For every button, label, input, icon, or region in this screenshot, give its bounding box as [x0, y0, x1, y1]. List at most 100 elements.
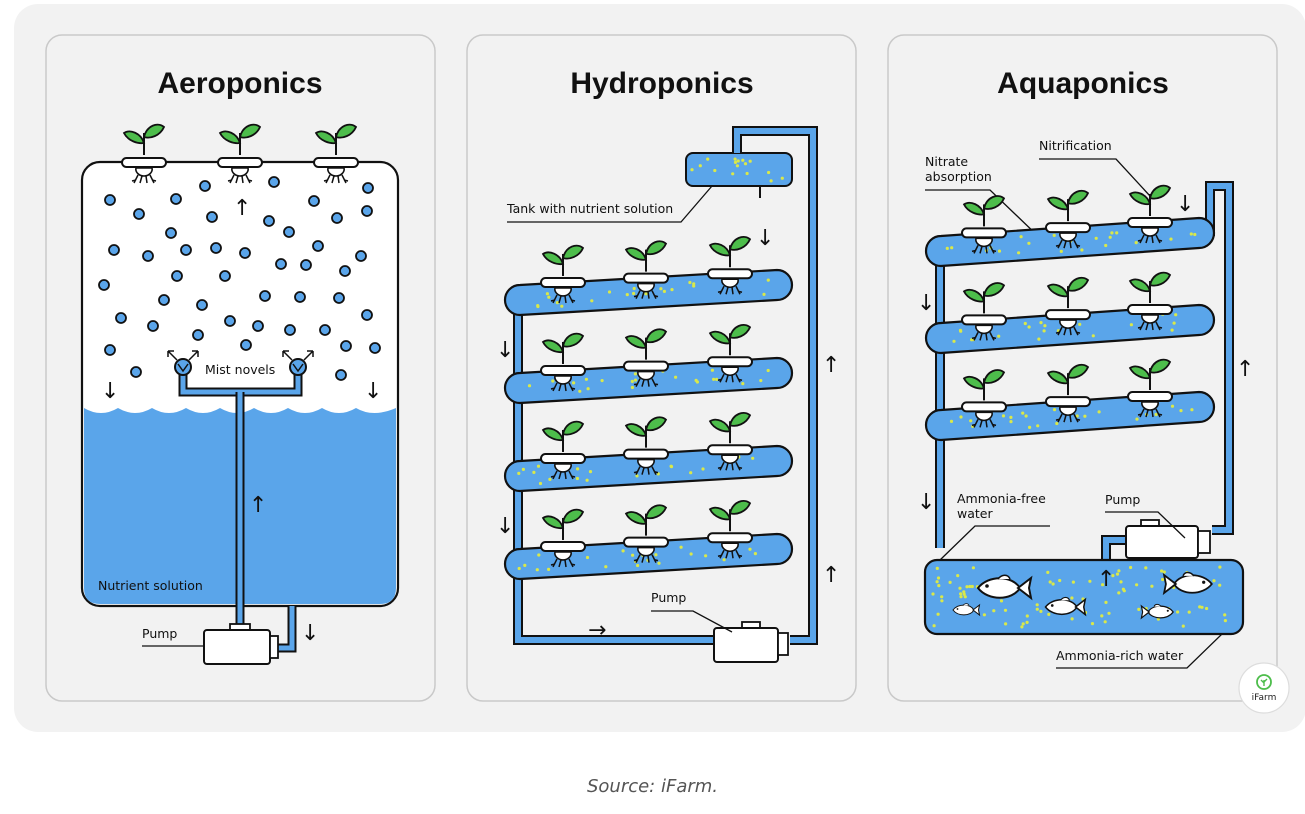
mist-droplet [333, 292, 345, 304]
mist-droplet [196, 299, 208, 311]
ifarm-logo: iFarm [1238, 662, 1290, 714]
mist-droplet [210, 242, 222, 254]
flow-arrow-down: ↓ [496, 514, 514, 539]
hydroponics-title: Hydroponics [570, 67, 753, 100]
flow-arrow-up: ↑ [822, 353, 840, 378]
flow-arrow-up: ↑ [249, 493, 267, 518]
hydroponic-grow-tubes [503, 235, 794, 581]
mist-droplet [252, 320, 264, 332]
pump-label: Pump [142, 626, 177, 641]
mist-droplet [240, 339, 252, 351]
mist-droplet [300, 259, 312, 271]
tank-particles [690, 157, 784, 183]
flow-arrow-down: ↓ [917, 490, 935, 515]
ammonia-free-water-label: Ammonia-free [957, 491, 1046, 506]
mist-droplet [284, 324, 296, 336]
mist-droplet [180, 244, 192, 256]
mist-droplet [142, 250, 154, 262]
mist-droplet [283, 226, 295, 238]
mist-droplet [275, 258, 287, 270]
grow-tube [924, 358, 1216, 442]
mist-droplet [369, 342, 381, 354]
figure-caption: Source: iFarm. [586, 776, 719, 797]
grow-tube [503, 235, 794, 317]
mist-droplet [147, 320, 159, 332]
mist-droplet [170, 193, 182, 205]
mist-droplet [319, 324, 331, 336]
nitrification-label: Nitrification [1039, 138, 1112, 153]
nitrate-absorption-label: Nitrate [925, 154, 968, 169]
mist-droplet [312, 240, 324, 252]
leaf-icon [1256, 674, 1272, 690]
pump-label: Pump [651, 590, 686, 605]
mist-droplet [224, 315, 236, 327]
flow-arrow-down: ↓ [364, 379, 382, 404]
nutrient-tank [685, 152, 793, 187]
mist-droplet [104, 344, 116, 356]
grow-tube [503, 323, 794, 405]
ammonia-free-water-label-line2: water [957, 506, 993, 521]
flow-arrow-up: ↑ [233, 196, 251, 221]
pump-label: Pump [1105, 492, 1140, 507]
flow-arrow-down: ↓ [1176, 192, 1194, 217]
mist-nozzles-label: Mist novels [205, 362, 275, 377]
grow-tube [924, 184, 1216, 268]
mist-droplet [206, 211, 218, 223]
mist-droplet [340, 340, 352, 352]
nitrate-absorption-label-line2: absorption [925, 169, 992, 184]
flow-arrow-down: ↓ [756, 226, 774, 251]
pump-icon [203, 623, 279, 665]
mist-droplet [361, 205, 373, 217]
mist-droplet [268, 176, 280, 188]
mist-nozzle-icon [282, 350, 314, 376]
tank-label: Tank with nutrient solution [506, 201, 673, 216]
pump-icon [1125, 519, 1211, 559]
mist-droplet [192, 329, 204, 341]
aquaponics-panel: Aquaponics Pump Nitrification Nitrate ab… [887, 34, 1290, 714]
mist-droplet [361, 309, 373, 321]
mist-droplet [355, 250, 367, 262]
flow-arrow-up: ↑ [1097, 567, 1115, 592]
mist-droplet [108, 244, 120, 256]
flow-arrow-down: ↓ [496, 338, 514, 363]
flow-arrow-up: ↑ [1236, 357, 1254, 382]
fish-tank-particles [931, 565, 1227, 629]
grow-tube [503, 411, 794, 493]
fish-tank [923, 558, 1245, 636]
mist-droplet [239, 247, 251, 259]
mist-droplet [331, 212, 343, 224]
mist-droplet [115, 312, 127, 324]
hydroponics-panel: Hydroponics Tank with nutrient solution … [466, 34, 857, 702]
aeroponics-title: Aeroponics [157, 67, 322, 100]
mist-droplets [98, 176, 381, 381]
aquaponics-title: Aquaponics [997, 67, 1169, 100]
aeroponics-panel: Aeroponics Mist novels [45, 34, 436, 702]
ammonia-rich-water-label: Ammonia-rich water [1056, 648, 1184, 663]
mist-droplet [130, 366, 142, 378]
mist-droplet [104, 194, 116, 206]
flow-arrow-down: ↓ [301, 621, 319, 646]
flow-arrow-down: ↓ [101, 379, 119, 404]
mist-droplet [263, 215, 275, 227]
mist-droplet [165, 227, 177, 239]
mist-droplet [158, 294, 170, 306]
mist-droplet [259, 290, 271, 302]
mist-droplet [362, 182, 374, 194]
mist-droplet [335, 369, 347, 381]
mist-droplet [133, 208, 145, 220]
mist-droplet [339, 265, 351, 277]
grow-tube [503, 499, 794, 581]
logo-text: iFarm [1252, 693, 1277, 703]
mist-droplet [171, 270, 183, 282]
mist-droplet [294, 291, 306, 303]
flow-arrow-down: ↓ [917, 291, 935, 316]
grow-tube [924, 271, 1216, 355]
mist-droplet [219, 270, 231, 282]
aquaponic-grow-tubes [924, 184, 1216, 442]
pump-icon [713, 621, 789, 663]
mist-droplet [199, 180, 211, 192]
mist-droplet [308, 195, 320, 207]
mist-droplet [98, 279, 110, 291]
flow-arrow-up: ↑ [822, 563, 840, 588]
